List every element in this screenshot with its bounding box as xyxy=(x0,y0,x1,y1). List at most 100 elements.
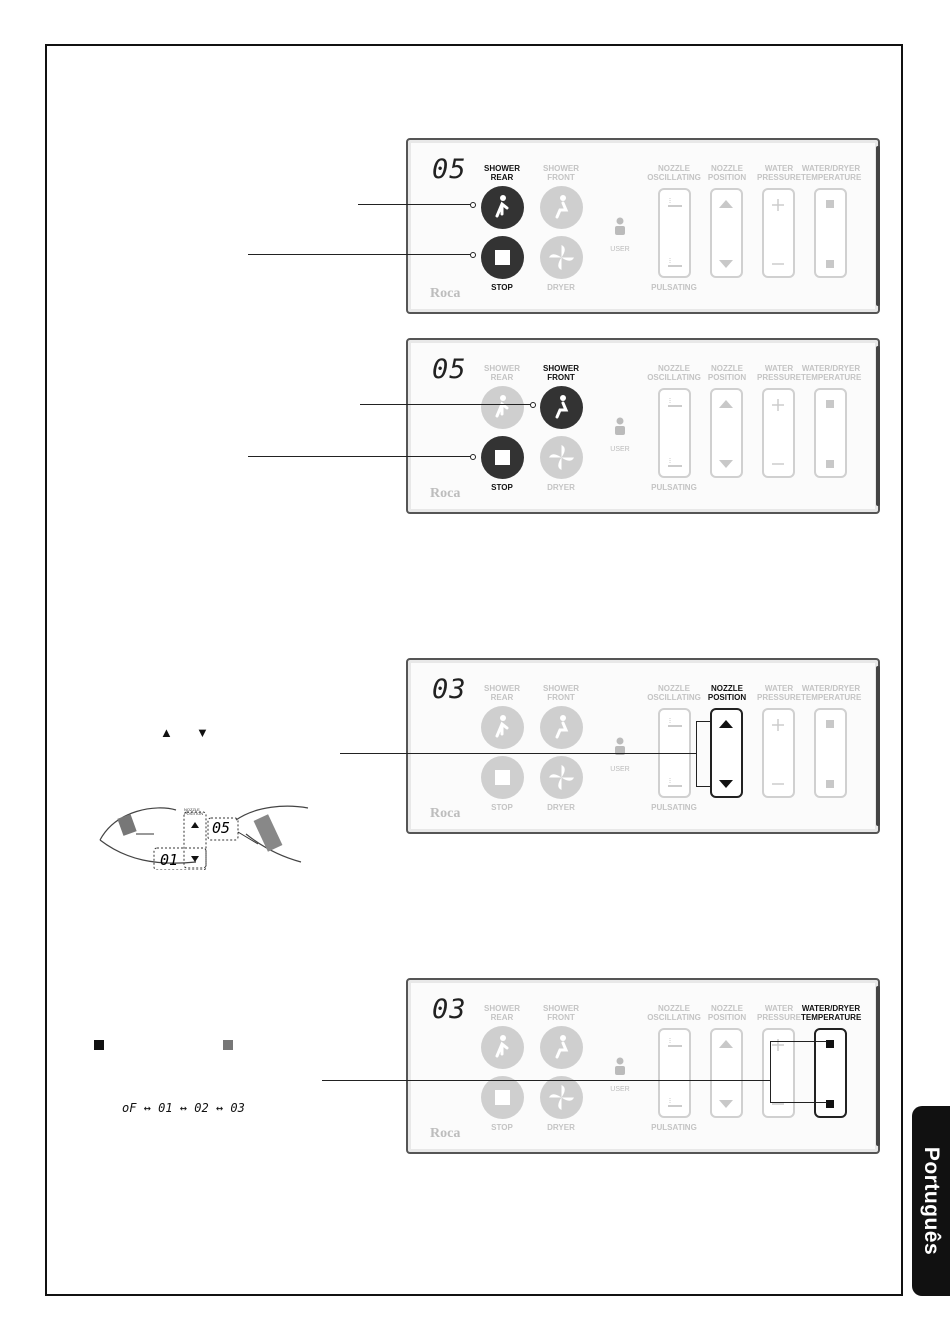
callout-dot xyxy=(530,402,536,408)
callout-line xyxy=(248,254,472,255)
stop-label: STOP xyxy=(491,483,513,492)
callout-bracket xyxy=(770,1041,827,1103)
dryer-button[interactable] xyxy=(540,756,583,799)
nozzle-position-control[interactable] xyxy=(710,708,743,798)
pulsating-label: PULSATING xyxy=(651,1123,697,1132)
illustration-display-left: 01 xyxy=(160,851,179,869)
temperature-square-icon-dark xyxy=(94,1040,104,1050)
user-label: USER xyxy=(610,1086,630,1093)
shower-front-button[interactable] xyxy=(540,186,583,229)
callout-line xyxy=(322,1080,770,1081)
shower-rear-icon xyxy=(495,1035,509,1058)
user-label: USER xyxy=(610,766,630,773)
nozzle-position-control-icon xyxy=(719,400,733,468)
stop-button[interactable] xyxy=(481,1076,524,1119)
water-dryer-temperature-control-icon xyxy=(826,1040,834,1108)
user-label: USER xyxy=(610,446,630,453)
pulsating-label: PULSATING xyxy=(651,283,697,292)
water-dryer-temperature-control-icon xyxy=(826,720,834,788)
water-dryer-temperature-control[interactable] xyxy=(814,1028,847,1118)
temperature-square-icon-light xyxy=(223,1040,233,1050)
illustration-label: NOZZLE POSITION xyxy=(184,807,204,816)
water-pressure-control-icon xyxy=(772,199,784,265)
water-pressure-control[interactable] xyxy=(762,188,795,278)
illustration-display-right: 05 xyxy=(212,819,231,837)
callout-line xyxy=(358,204,472,205)
dryer-label: DRYER xyxy=(547,1123,575,1132)
shower-rear-button[interactable] xyxy=(481,1026,524,1069)
user-icon xyxy=(612,217,628,240)
shower-front-icon xyxy=(555,715,569,739)
nozzle-oscillating-control[interactable] xyxy=(658,188,691,278)
water-pressure-control[interactable] xyxy=(762,708,795,798)
dryer-button[interactable] xyxy=(540,436,583,479)
panel-display: 03 xyxy=(432,674,467,705)
water-pressure-control[interactable] xyxy=(762,388,795,478)
panel-display: 05 xyxy=(432,154,467,185)
roca-logo: Roca xyxy=(430,286,461,301)
water-dryer-temperature-control[interactable] xyxy=(814,188,847,278)
down-arrow-icon: ▼ xyxy=(196,725,209,740)
roca-logo: Roca xyxy=(430,486,461,501)
stop-button[interactable] xyxy=(481,756,524,799)
nozzle-oscillating-control[interactable] xyxy=(658,1028,691,1118)
stop-button[interactable] xyxy=(481,236,524,279)
stop-icon xyxy=(495,250,510,265)
water-dryer-temperature-control[interactable] xyxy=(814,708,847,798)
shower-rear-icon xyxy=(495,715,509,738)
water-pressure-control[interactable] xyxy=(762,1028,795,1118)
nozzle-position-control-icon xyxy=(719,1040,733,1108)
water-dryer-temperature-control[interactable] xyxy=(814,388,847,478)
shower-front-button[interactable] xyxy=(540,706,583,749)
stop-button[interactable] xyxy=(481,436,524,479)
pulsating-label: PULSATING xyxy=(651,803,697,812)
callout-bracket xyxy=(696,721,711,787)
nozzle-position-control[interactable] xyxy=(710,1028,743,1118)
roca-logo: Roca xyxy=(430,806,461,821)
dryer-icon xyxy=(549,245,574,270)
shower-rear-button[interactable] xyxy=(481,706,524,749)
water-pressure-control-icon xyxy=(772,399,784,465)
dryer-button[interactable] xyxy=(540,236,583,279)
roca-logo: Roca xyxy=(430,1126,461,1141)
user-icon xyxy=(612,417,628,440)
shower-rear-icon xyxy=(495,195,509,218)
stop-icon xyxy=(495,770,510,785)
language-tab[interactable]: Português xyxy=(912,1106,950,1296)
nozzle-position-control[interactable] xyxy=(710,388,743,478)
nozzle-position-control[interactable] xyxy=(710,188,743,278)
dryer-button[interactable] xyxy=(540,1076,583,1119)
stop-icon xyxy=(495,1090,510,1105)
shower-front-button[interactable] xyxy=(540,1026,583,1069)
nozzle-position-control-icon xyxy=(719,720,733,788)
shower-front-button[interactable] xyxy=(540,386,583,429)
nozzle-oscillating-control[interactable] xyxy=(658,388,691,478)
dryer-icon xyxy=(549,1085,574,1110)
shower-rear-button[interactable] xyxy=(481,386,524,429)
pulsating-label: PULSATING xyxy=(651,483,697,492)
shower-rear-button[interactable] xyxy=(481,186,524,229)
up-arrow-icon: ▲ xyxy=(160,725,173,740)
dryer-icon xyxy=(549,445,574,470)
callout-dot xyxy=(470,454,476,460)
stop-label: STOP xyxy=(491,803,513,812)
